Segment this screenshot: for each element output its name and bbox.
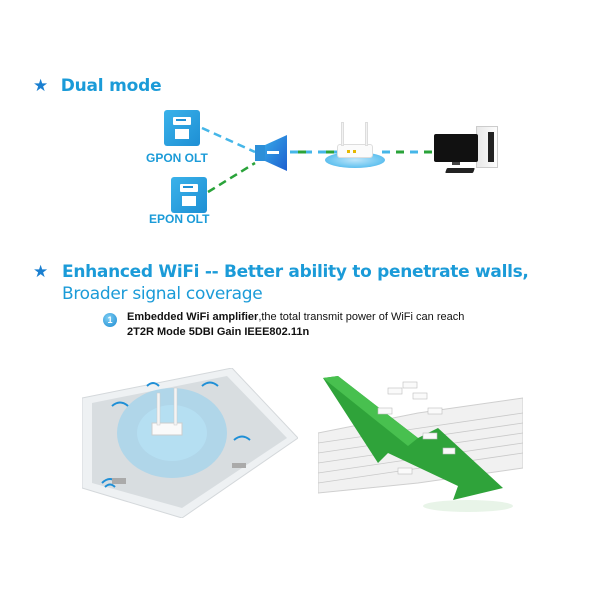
star-icon: ★ bbox=[33, 76, 49, 95]
gpon-olt-icon bbox=[164, 110, 200, 146]
connector-lines bbox=[201, 126, 432, 194]
router-icon bbox=[320, 120, 390, 170]
epon-olt-label: EPON OLT bbox=[149, 212, 210, 226]
section-title-line2: Broader signal coverage bbox=[62, 284, 263, 304]
dual-mode-heading: ★ Dual mode bbox=[33, 76, 162, 96]
feature-line1: Embedded WiFi amplifier,the total transm… bbox=[127, 311, 464, 323]
section-title: Dual mode bbox=[60, 76, 162, 96]
gpon-olt-label: GPON OLT bbox=[146, 151, 208, 165]
feature-line2: 2T2R Mode 5DBI Gain IEEE802.11n bbox=[127, 326, 310, 338]
epon-olt-icon bbox=[171, 177, 207, 213]
computer-icon bbox=[432, 122, 502, 180]
section-title-line1: Enhanced WiFi -- Better ability to penet… bbox=[62, 262, 529, 282]
splitter-icon bbox=[255, 135, 287, 171]
feature-bold: Embedded WiFi amplifier bbox=[127, 311, 259, 323]
house-floorplan-image bbox=[81, 367, 299, 519]
feature-text: ,the total transmit power of WiFi can re… bbox=[258, 311, 465, 323]
bullet-number-badge: 1 bbox=[103, 313, 117, 327]
wall-penetration-image bbox=[317, 368, 524, 518]
dual-mode-diagram: GPON OLT EPON OLT bbox=[0, 100, 600, 230]
star-icon: ★ bbox=[33, 262, 49, 281]
